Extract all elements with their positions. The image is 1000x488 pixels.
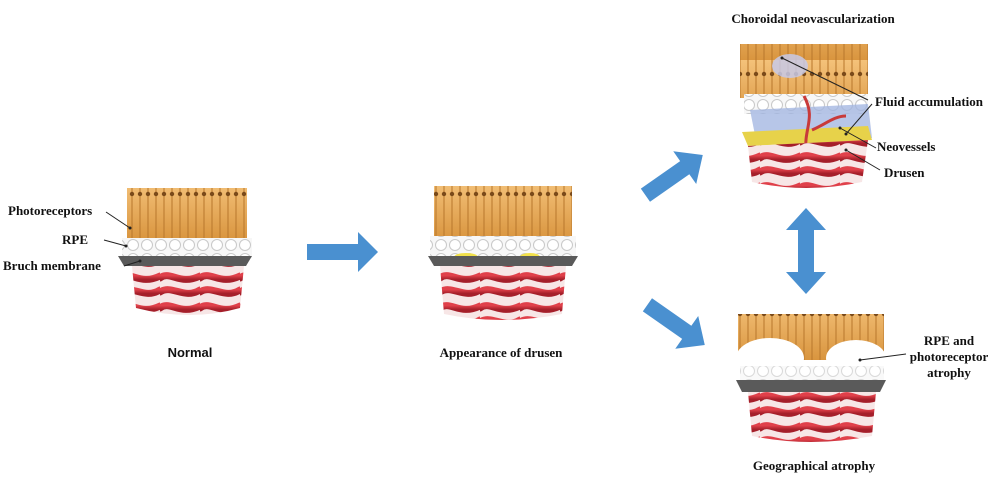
drusen-leader [844, 148, 881, 171]
normal-caption: Normal [167, 345, 213, 360]
arrow-to-cnv [640, 151, 703, 202]
rpe-layer [430, 236, 576, 256]
arrow-to-atrophy [642, 298, 705, 349]
rpe-and-photoreceptor-atrophy-label: RPE and photoreceptor atrophy [909, 333, 989, 380]
bruch-membrane-leader [123, 259, 142, 267]
neovessels-leader [838, 126, 877, 149]
choroid-layer [748, 392, 876, 442]
photoreceptor-layer [434, 186, 572, 238]
choroid-layer [440, 266, 566, 320]
atrophy-retina-block [736, 314, 886, 442]
drusen-label: Drusen [884, 165, 925, 180]
bruch-membrane-label: Bruch membrane [3, 258, 101, 273]
appearance-of-drusen-caption: Appearance of drusen [439, 345, 563, 360]
photoreceptor-layer [127, 188, 247, 240]
bruch-membrane-layer [736, 380, 886, 392]
arrow-normal-to-drusen [307, 232, 378, 272]
rpe-label: RPE [62, 232, 88, 247]
neovessels-label: Neovessels [877, 139, 936, 154]
geographical-atrophy-caption: Geographical atrophy [752, 458, 876, 473]
fluid-accumulation-leader [780, 56, 869, 101]
photoreceptors-leader [105, 211, 132, 230]
normal-retina-block [118, 188, 252, 315]
rpe-leader [103, 239, 128, 248]
bruch-membrane-layer [118, 256, 252, 266]
cnv-retina-block [740, 44, 872, 188]
atrophy-leader [858, 353, 907, 362]
rpe-layer [122, 238, 252, 258]
choroid-layer [132, 266, 244, 315]
drusen-retina-block [428, 186, 578, 320]
fluid-accumulation-label: Fluid accumulation [875, 94, 983, 109]
bruch-membrane-layer [428, 256, 578, 266]
fluid-accumulation-leader-2 [844, 103, 873, 136]
leader-lines [103, 56, 907, 362]
photoreceptors-label: Photoreceptors [8, 203, 93, 218]
choroid-layer [748, 140, 868, 188]
fluid-pocket [772, 54, 808, 78]
choroidal-neovascularization-caption: Choroidal neovascularization [731, 11, 895, 26]
arrow-bidirectional-cnv-atrophy [786, 208, 826, 294]
rpe-layer [740, 366, 884, 382]
